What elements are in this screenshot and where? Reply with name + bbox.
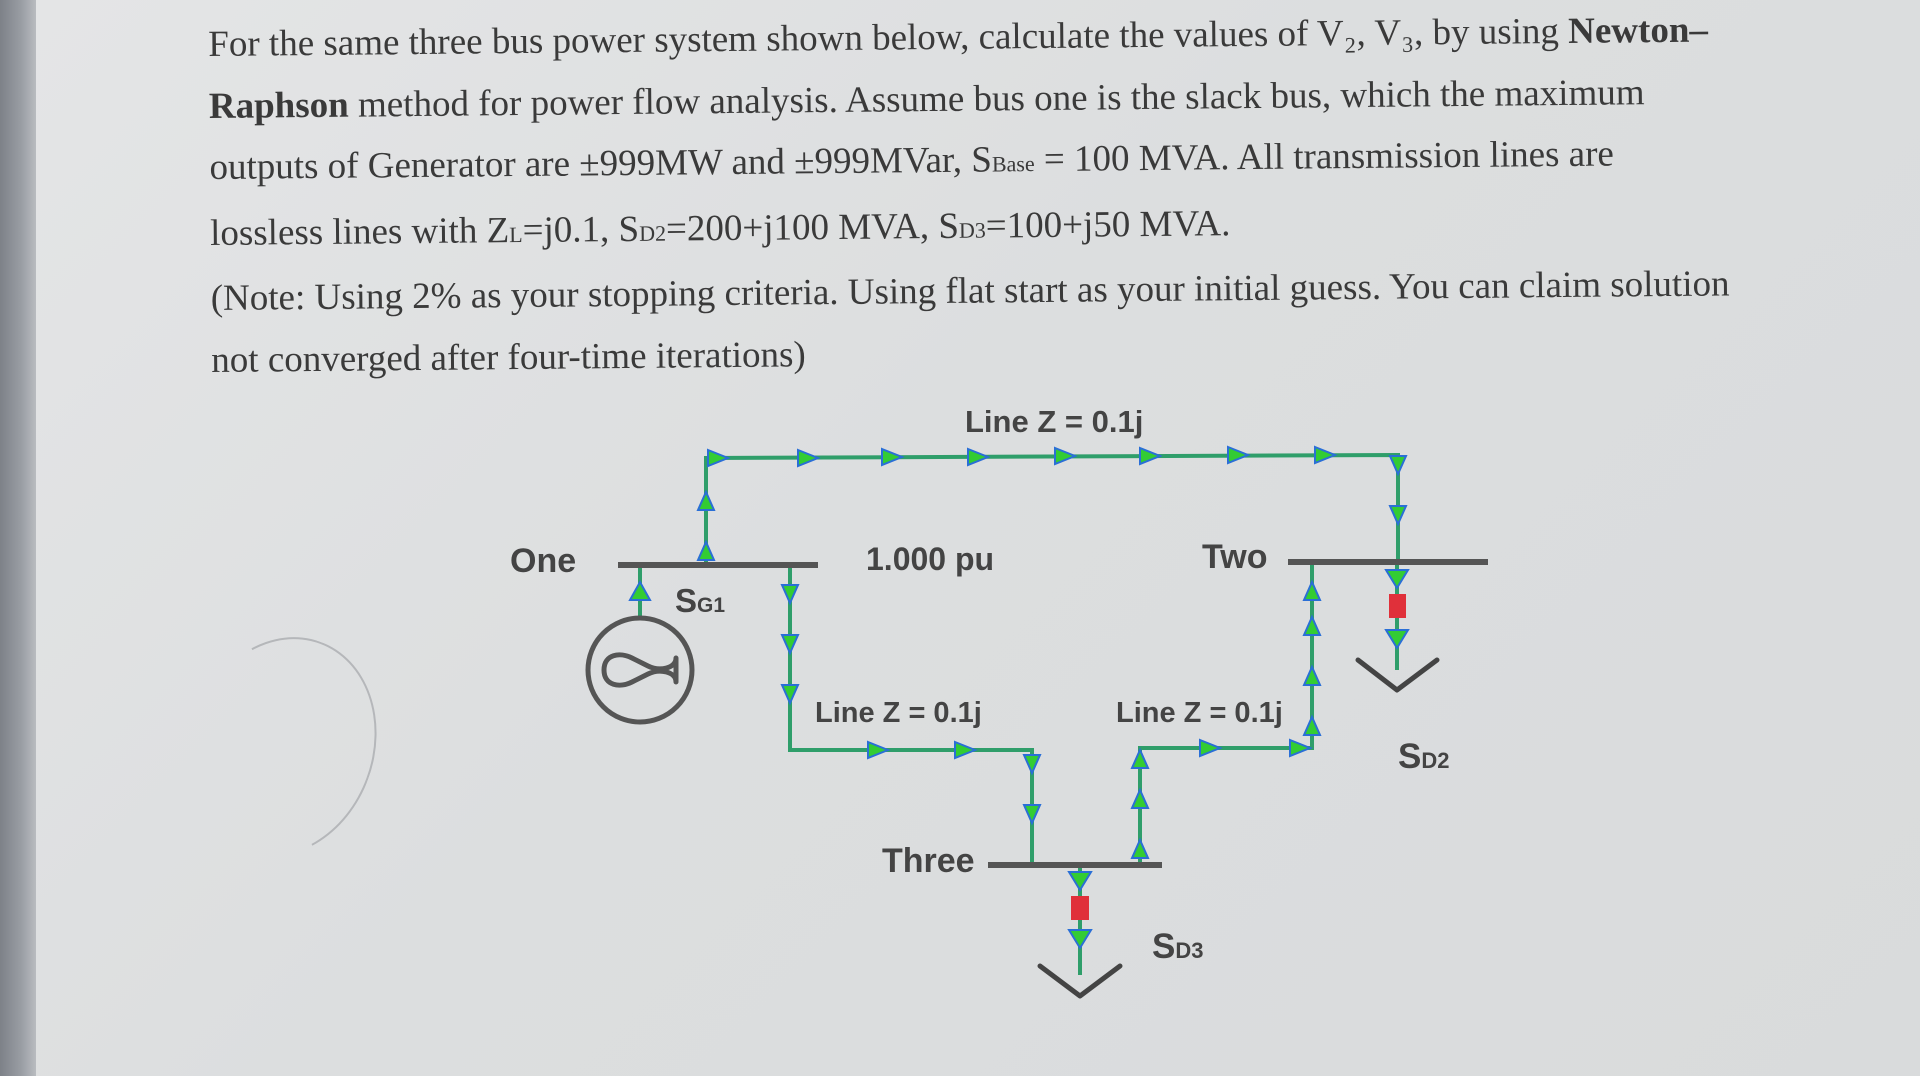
line-three-two-label: Line Z = 0.1j bbox=[1116, 697, 1283, 729]
line-one-two bbox=[704, 452, 1400, 565]
bus-one-voltage: 1.000 pu bbox=[866, 541, 994, 577]
flow-arrow bbox=[628, 579, 652, 601]
load-two-label: SD2 bbox=[1398, 737, 1449, 776]
load-three-label: SD3 bbox=[1152, 927, 1203, 966]
flow-arrow bbox=[1384, 629, 1410, 650]
flow-arrow bbox=[867, 740, 891, 760]
flow-arrow bbox=[1227, 445, 1251, 465]
flow-arrow bbox=[696, 489, 716, 511]
flow-arrow bbox=[967, 447, 991, 467]
buses bbox=[618, 559, 1488, 868]
flow-arrow bbox=[780, 684, 800, 706]
flow-arrow bbox=[696, 539, 716, 561]
line-one-two-label: Line Z = 0.1j bbox=[965, 404, 1143, 439]
flow-arrow bbox=[1139, 446, 1163, 466]
load-symbols bbox=[1037, 657, 1440, 999]
flow-arrow bbox=[1067, 871, 1093, 892]
flow-arrow bbox=[881, 447, 905, 467]
load-two-breaker bbox=[1389, 594, 1406, 618]
flow-arrow bbox=[1302, 664, 1322, 686]
flow-arrow bbox=[1302, 579, 1322, 601]
flow-arrow bbox=[707, 448, 731, 468]
flow-arrow bbox=[1022, 804, 1042, 826]
flow-arrow bbox=[1314, 445, 1338, 465]
flow-arrow bbox=[1384, 569, 1410, 590]
flow-arrow bbox=[954, 740, 978, 760]
generator-label: SG1 bbox=[675, 582, 725, 619]
line-one-three-label: Line Z = 0.1j bbox=[815, 697, 982, 729]
load-three-arrow-icon bbox=[1037, 963, 1123, 999]
flow-arrow bbox=[1199, 738, 1223, 758]
flow-arrow bbox=[1054, 446, 1078, 466]
flow-arrow bbox=[1388, 505, 1408, 527]
flow-arrow bbox=[780, 584, 800, 606]
bus-three-label: Three bbox=[882, 842, 975, 880]
flow-arrow bbox=[1289, 738, 1313, 758]
flow-arrow bbox=[797, 448, 821, 468]
load-two-arrow-icon bbox=[1355, 657, 1440, 693]
flow-arrow bbox=[1130, 747, 1150, 769]
flow-arrow bbox=[1022, 754, 1042, 776]
page-background bbox=[36, 0, 1920, 1076]
screen-bezel bbox=[0, 0, 36, 1076]
flow-arrow bbox=[1388, 455, 1408, 477]
bus-two-label: Two bbox=[1202, 538, 1267, 576]
flow-arrow bbox=[1067, 929, 1093, 950]
flow-arrows bbox=[628, 445, 1410, 950]
load-three-breaker bbox=[1071, 896, 1089, 920]
flow-arrow bbox=[1302, 614, 1322, 636]
flow-arrow bbox=[1302, 714, 1322, 736]
flow-arrow bbox=[780, 634, 800, 656]
transmission-lines bbox=[638, 452, 1400, 975]
flow-arrow bbox=[1130, 787, 1150, 809]
flow-arrow bbox=[1130, 837, 1150, 859]
generator-icon bbox=[585, 615, 695, 725]
bus-one-label: One bbox=[510, 542, 576, 580]
